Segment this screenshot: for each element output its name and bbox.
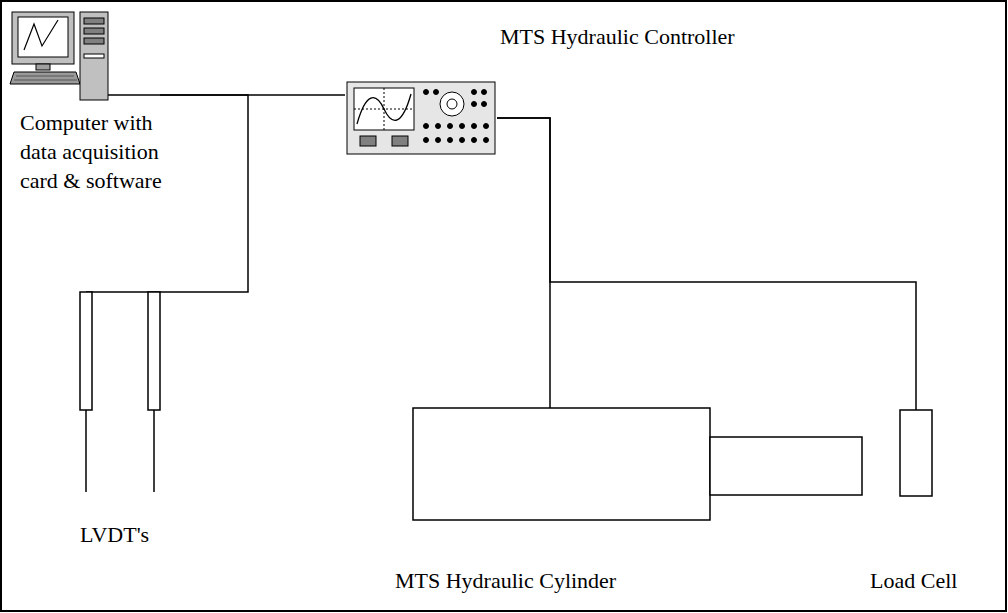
component: MTS Hydraulic Controller (345, 80, 497, 156)
wire (497, 118, 550, 408)
hydraulic-cylinder (413, 408, 862, 520)
wire (160, 95, 248, 292)
load-cell (900, 410, 932, 496)
component-label: MTS Hydraulic Cylinder (395, 566, 616, 595)
component-label: LVDT's (80, 520, 149, 549)
component-label: Computer with data acquisition card & so… (20, 108, 185, 195)
wire (497, 118, 916, 410)
component: MTS Hydraulic Cylinder (413, 408, 863, 520)
computer-icon (10, 12, 160, 100)
lvdt-sensors (80, 292, 180, 492)
component-label: Load Cell (870, 566, 957, 595)
component-label: MTS Hydraulic Controller (500, 22, 735, 51)
component: Computer with data acquisition card & so… (8, 8, 160, 100)
component: LVDT's (60, 290, 180, 492)
component: Load Cell (898, 410, 934, 496)
controller-icon (347, 82, 495, 154)
